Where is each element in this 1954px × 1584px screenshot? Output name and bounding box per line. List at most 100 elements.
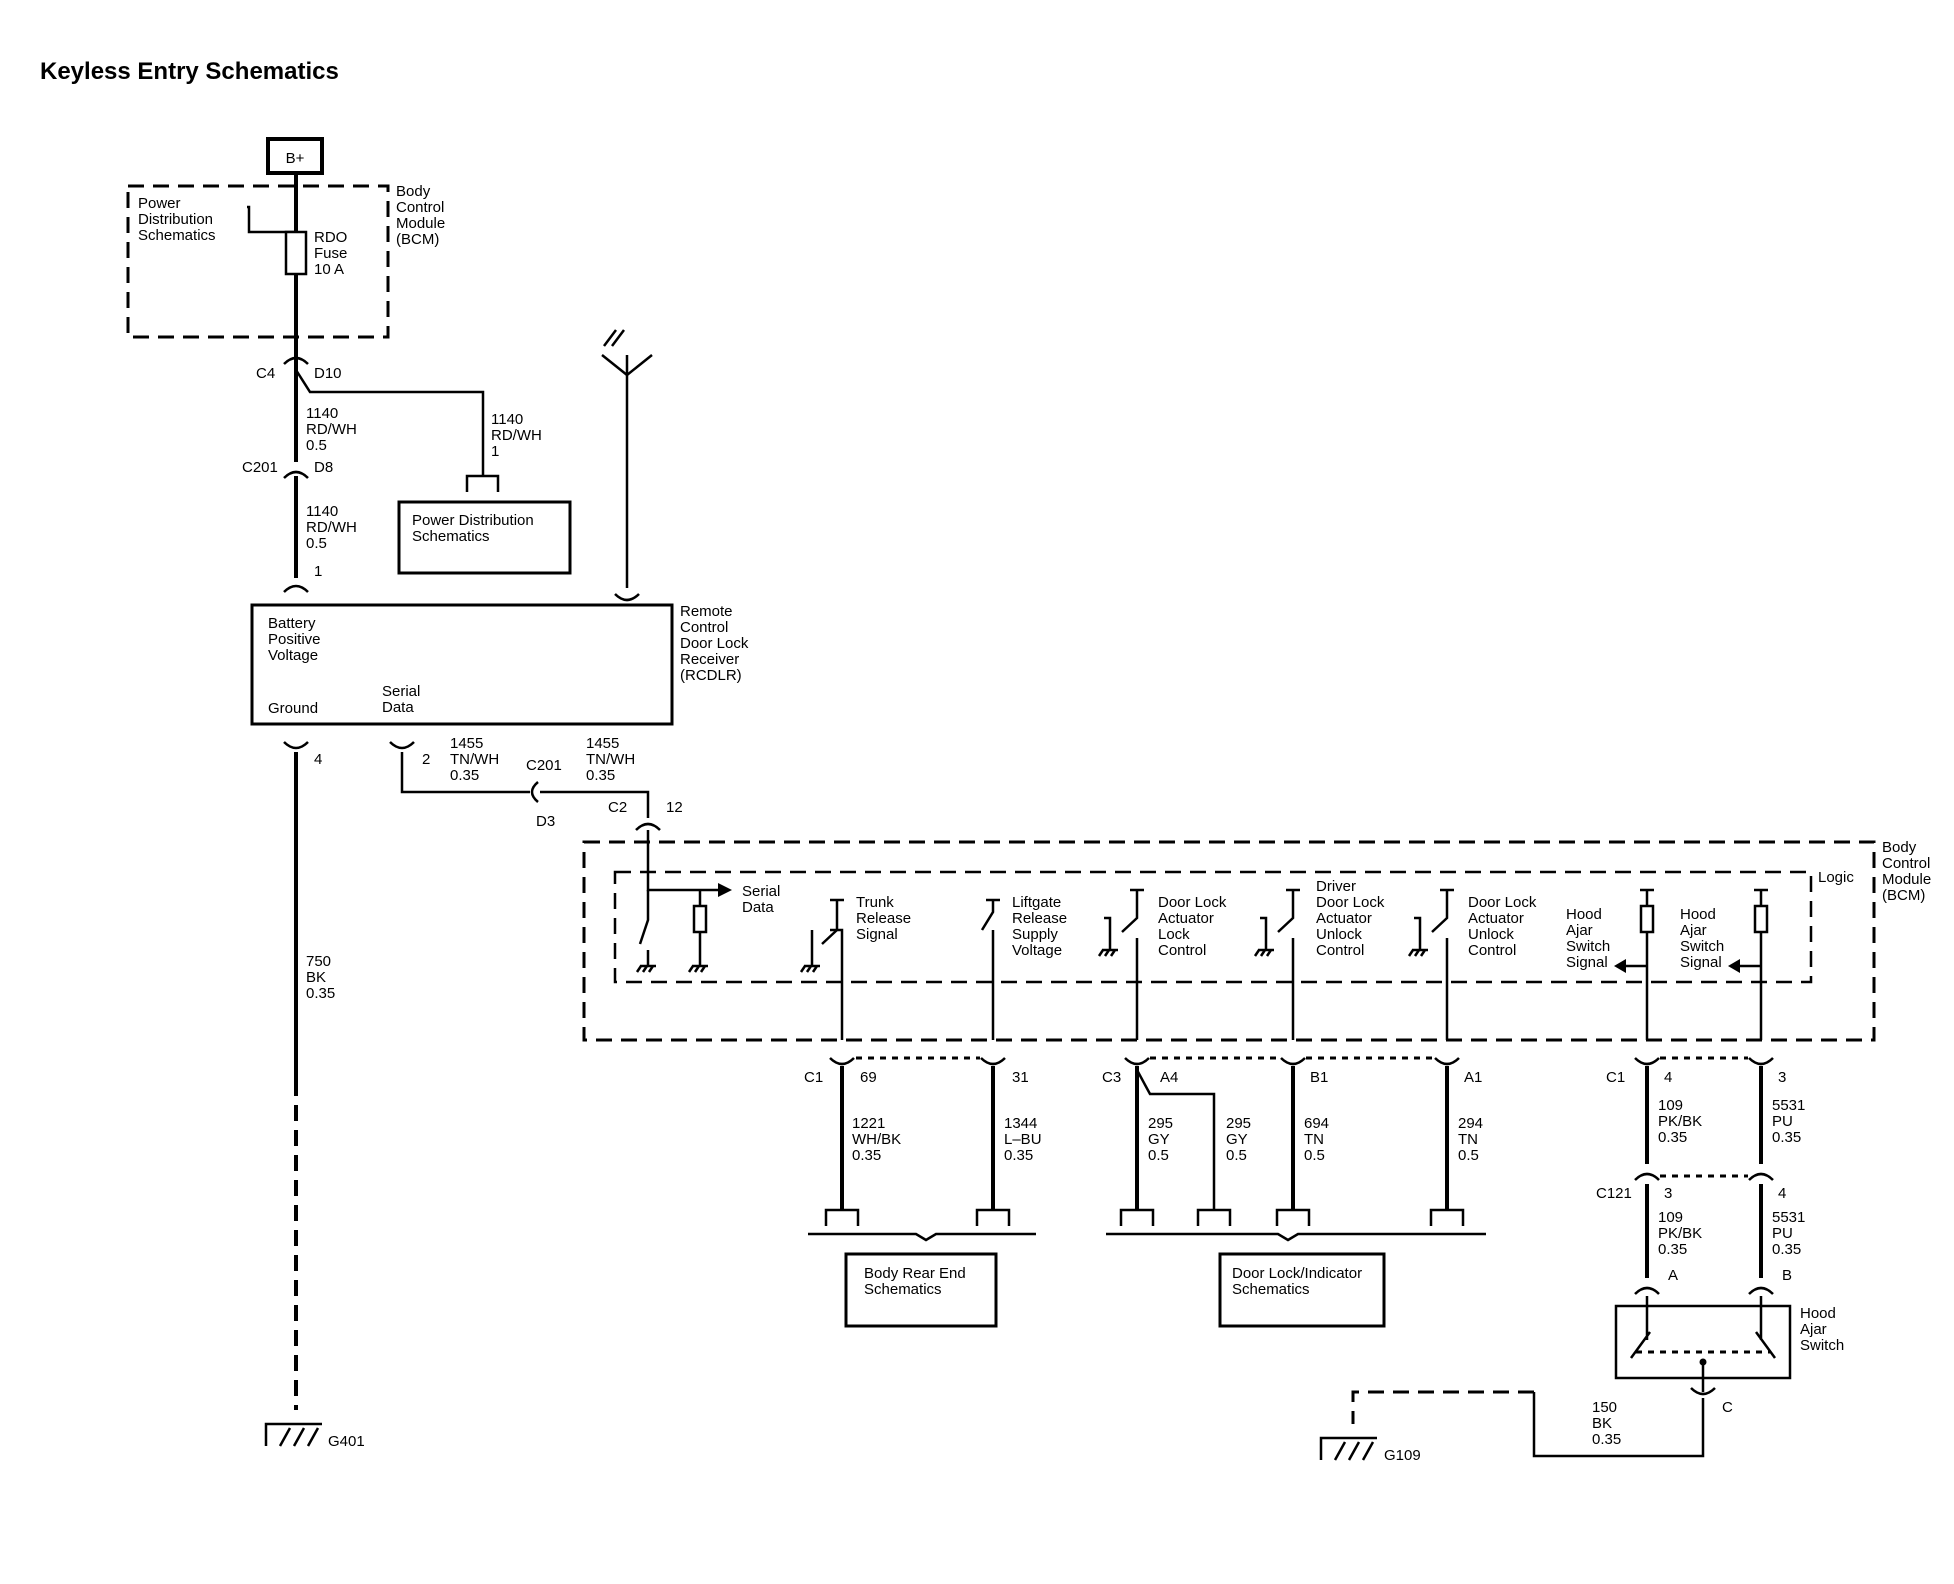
c1-left-label: C1: [804, 1069, 823, 1086]
driver-unlock-switch: [1253, 888, 1300, 976]
door-lock-bracket: [1106, 1232, 1486, 1242]
svg-text:PU: PU: [1772, 1225, 1793, 1242]
door-lock-label: Door Lock Actuator Lock Control: [1158, 894, 1227, 959]
wire-150-solid: [1532, 1392, 1705, 1458]
connector-c121-a: [1634, 1172, 1660, 1181]
hood-ajar-contacts: [1629, 1296, 1777, 1359]
bcm-serial-line: [646, 830, 718, 892]
door-lock-reference-label: Door Lock/Indicator Schematics: [1232, 1265, 1362, 1298]
c2-label: C2: [608, 799, 627, 816]
bcm-power-boundary: [126, 184, 390, 339]
svg-text:Schematics: Schematics: [1232, 1281, 1310, 1298]
rcdlr-ground-label: Ground: [268, 700, 318, 717]
rdo-fuse: [284, 230, 308, 276]
bcm-label-right: Body Control Module (BCM): [1882, 839, 1931, 904]
door-unlock-switch: [1407, 888, 1454, 976]
bcm-serial-label: Serial Data: [742, 883, 780, 916]
bcm-serial-resistor-ground: [687, 932, 708, 973]
pin12-label: 12: [666, 799, 683, 816]
svg-text:Ajar: Ajar: [1800, 1321, 1827, 1338]
wire-109-b-label: 109 PK/BK 0.35: [1658, 1209, 1702, 1258]
svg-text:(RCDLR): (RCDLR): [680, 667, 742, 684]
svg-text:Unlock: Unlock: [1316, 926, 1362, 943]
svg-text:1140: 1140: [306, 503, 338, 520]
svg-text:295: 295: [1148, 1115, 1173, 1132]
wire-150-label: 150 BK 0.35: [1592, 1399, 1621, 1448]
svg-text:Power: Power: [138, 195, 181, 212]
c1-right-label: C1: [1606, 1069, 1625, 1086]
connector-c201-serial: [530, 781, 539, 803]
liftgate-release-switch: [980, 898, 1000, 976]
pin-b1-label: B1: [1310, 1069, 1328, 1086]
svg-text:Body Rear End: Body Rear End: [864, 1265, 966, 1282]
svg-text:Hood: Hood: [1680, 906, 1716, 923]
pds-reference-box: [397, 500, 572, 575]
svg-text:Schematics: Schematics: [412, 528, 490, 545]
wire-1221-label: 1221 WH/BK 0.35: [852, 1115, 901, 1164]
svg-text:TN/WH: TN/WH: [586, 751, 635, 768]
svg-text:Body: Body: [1882, 839, 1917, 856]
svg-text:295: 295: [1226, 1115, 1251, 1132]
trunk-release-label: Trunk Release Signal: [856, 894, 911, 943]
svg-text:Actuator: Actuator: [1468, 910, 1524, 927]
svg-text:RDO: RDO: [314, 229, 347, 246]
wire-150-dashed: [1351, 1390, 1534, 1424]
svg-text:5531: 5531: [1772, 1097, 1805, 1114]
svg-text:Control: Control: [680, 619, 728, 636]
svg-text:10 A: 10 A: [314, 261, 344, 278]
connector-rcdlr-pin4: [283, 741, 309, 750]
pds-reference-label: Power Distribution Schematics: [138, 195, 216, 244]
svg-text:0.5: 0.5: [306, 535, 327, 552]
svg-text:Data: Data: [742, 899, 774, 916]
wire-295-a-label: 295 GY 0.5: [1148, 1115, 1173, 1164]
svg-text:Signal: Signal: [1680, 954, 1722, 971]
door-lock-terminals: [1119, 1208, 1465, 1226]
connector-hood-pin-a: [1634, 1286, 1660, 1295]
svg-text:GY: GY: [1148, 1131, 1170, 1148]
ground-g401-hatch: [278, 1427, 320, 1447]
svg-text:109: 109: [1658, 1097, 1683, 1114]
svg-text:Switch: Switch: [1800, 1337, 1844, 1354]
c3-label: C3: [1102, 1069, 1121, 1086]
svg-text:0.35: 0.35: [306, 985, 335, 1002]
hood-pin-c-label: C: [1722, 1399, 1733, 1416]
connector-c2: [635, 822, 661, 831]
rcdlr-module: [250, 603, 674, 726]
wire-295-b-label: 295 GY 0.5: [1226, 1115, 1251, 1164]
svg-text:BK: BK: [306, 969, 326, 986]
ground-g109-icon: [1319, 1436, 1377, 1460]
svg-text:Door Lock: Door Lock: [680, 635, 749, 652]
svg-text:Voltage: Voltage: [1012, 942, 1062, 959]
svg-text:Release: Release: [1012, 910, 1067, 927]
wire-109-a-label: 109 PK/BK 0.35: [1658, 1097, 1702, 1146]
wire-1455-b-label: 1455 TN/WH 0.35: [586, 735, 635, 784]
rcdlr-serial-label: Serial Data: [382, 683, 420, 716]
body-rear-reference-box: [844, 1252, 998, 1328]
connector-hood-pin-b: [1748, 1286, 1774, 1295]
svg-text:0.5: 0.5: [1148, 1147, 1169, 1164]
bcm-logic-label: Logic: [1818, 869, 1854, 886]
svg-text:Distribution: Distribution: [138, 211, 213, 228]
svg-text:1344: 1344: [1004, 1115, 1037, 1132]
svg-text:RD/WH: RD/WH: [306, 519, 357, 536]
wire-750-label: 750 BK 0.35: [306, 953, 335, 1002]
svg-text:694: 694: [1304, 1115, 1329, 1132]
hood-pin-a-label: A: [1668, 1267, 1678, 1284]
svg-text:294: 294: [1458, 1115, 1483, 1132]
hood-ajar-pullup-1: [1614, 888, 1655, 976]
svg-text:(BCM): (BCM): [1882, 887, 1925, 904]
svg-text:0.5: 0.5: [1226, 1147, 1247, 1164]
svg-text:0.35: 0.35: [450, 767, 479, 784]
svg-text:109: 109: [1658, 1209, 1683, 1226]
svg-text:PK/BK: PK/BK: [1658, 1225, 1702, 1242]
pin-a1-label: A1: [1464, 1069, 1482, 1086]
wire-294-label: 294 TN 0.5: [1458, 1115, 1483, 1164]
svg-text:Module: Module: [1882, 871, 1931, 888]
door-unlock-label: Door Lock Actuator Unlock Control: [1468, 894, 1537, 959]
svg-text:Module: Module: [396, 215, 445, 232]
svg-text:0.35: 0.35: [1658, 1129, 1687, 1146]
svg-text:TN: TN: [1458, 1131, 1478, 1148]
pin-a4-label: A4: [1160, 1069, 1178, 1086]
d3-label: D3: [536, 813, 555, 830]
svg-text:Door Lock/Indicator: Door Lock/Indicator: [1232, 1265, 1362, 1282]
